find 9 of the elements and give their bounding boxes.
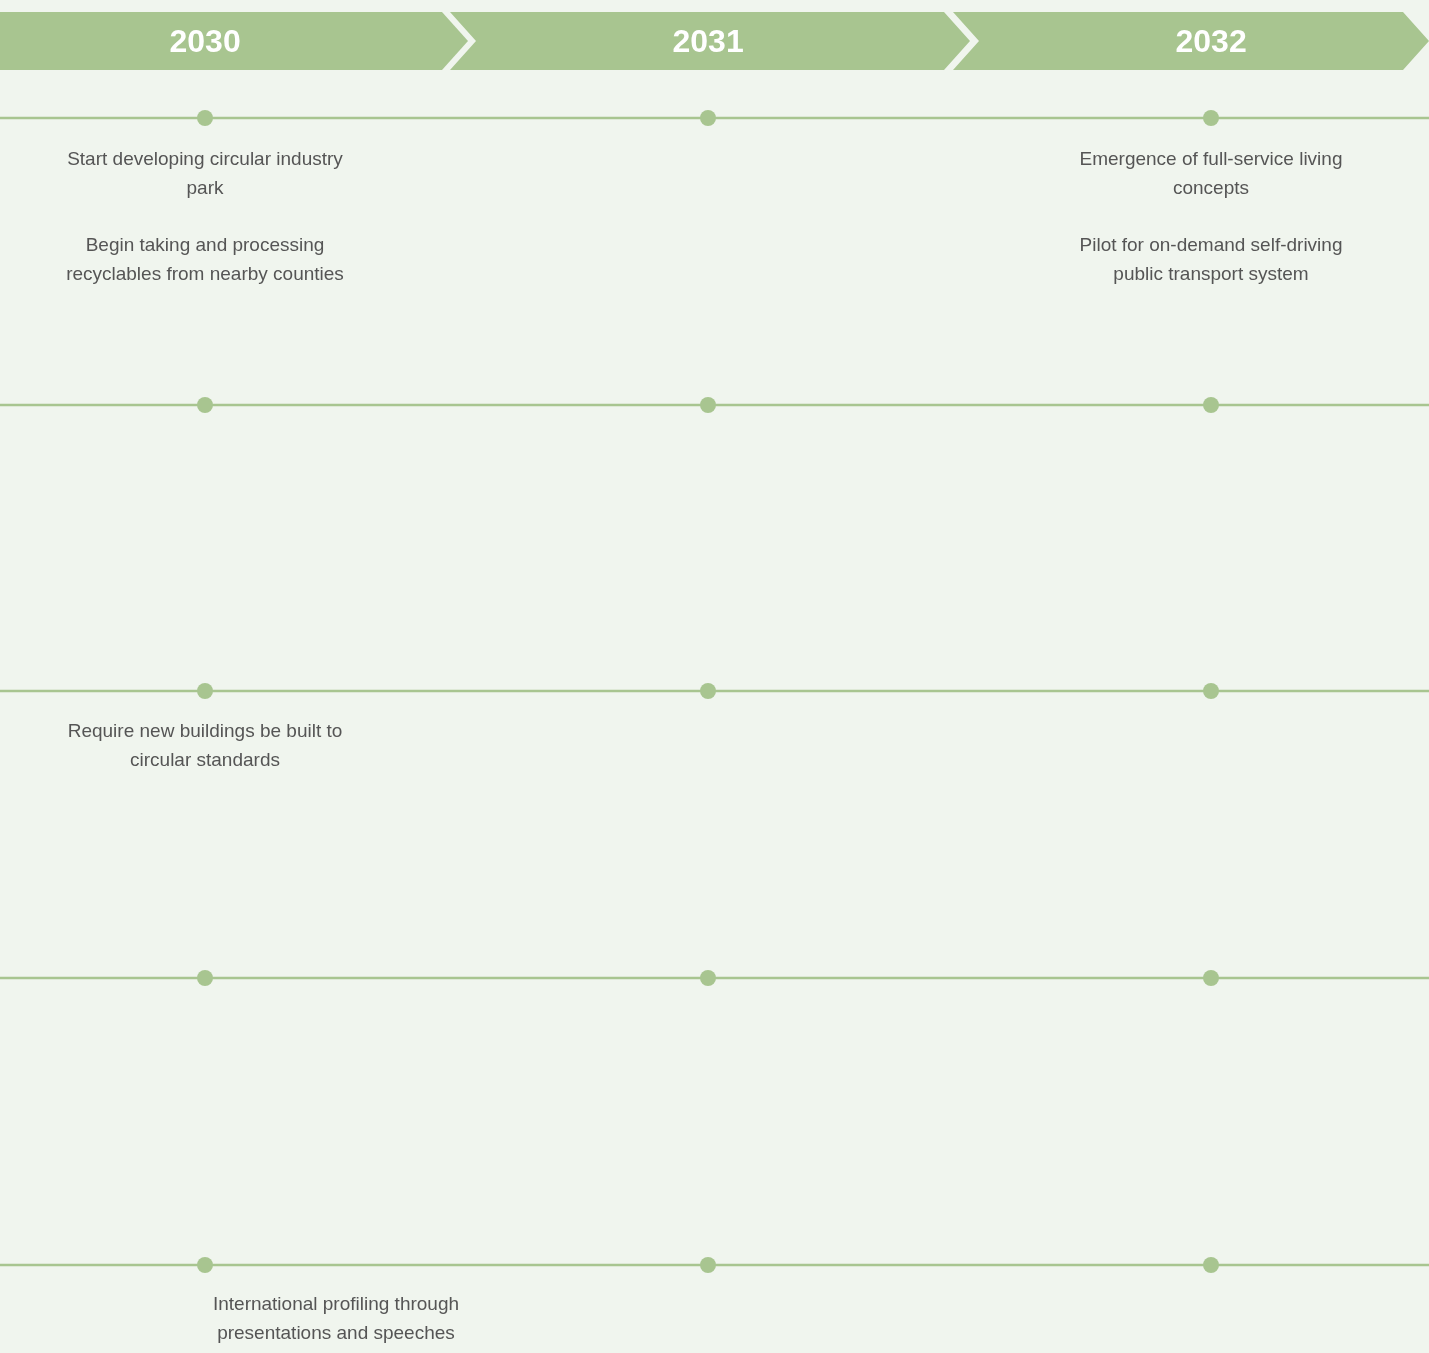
milestone-text: Emergence of full-service living concepts: [1078, 147, 1344, 200]
year-heading: 2030: [169, 22, 241, 60]
milestone-text: Begin taking and processing recyclables from nearby counties: [65, 233, 345, 286]
milestone-text: International profiling through presentations and speeches: [211, 1292, 461, 1345]
milestone-text: Pilot for on-demand self-driving public transport system: [1078, 233, 1344, 286]
year-heading: 2031: [672, 22, 744, 60]
year-heading: 2032: [1175, 22, 1247, 60]
milestone-text: Require new buildings be built to circular standards: [66, 719, 344, 772]
milestone-text: Start developing circular industry park: [66, 147, 344, 200]
